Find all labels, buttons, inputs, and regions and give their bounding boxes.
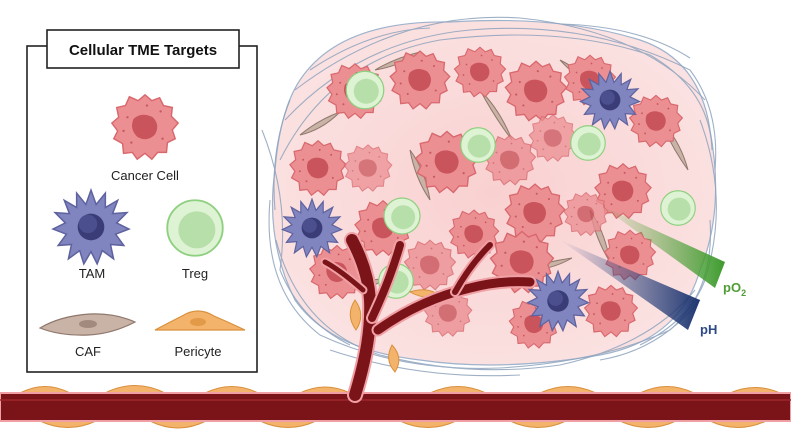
legend-label-pericyte: Pericyte <box>175 344 222 359</box>
legend-label-tam: TAM <box>79 266 105 281</box>
legend: Cellular TME Targets Cancer Cell TAM Tre… <box>26 29 258 373</box>
pericytes-on-vessel <box>19 289 781 429</box>
legend-item-caf: CAF <box>38 313 137 359</box>
legend-item-treg: Treg <box>166 199 224 281</box>
treg-icon <box>166 199 224 257</box>
legend-item-pericyte: Pericyte <box>154 310 246 359</box>
legend-label-cancer-cell: Cancer Cell <box>111 168 179 183</box>
legend-title: Cellular TME Targets <box>69 42 217 59</box>
legend-item-tam: TAM <box>52 189 130 281</box>
po2-gradient: pO2 <box>600 205 746 298</box>
po2-label: pO2 <box>723 280 746 298</box>
ph-label: pH <box>700 322 717 337</box>
legend-item-cancer-cell: Cancer Cell <box>111 94 179 183</box>
ph-gradient: pH <box>560 240 717 337</box>
legend-label-treg: Treg <box>182 266 208 281</box>
legend-label-caf: CAF <box>75 344 101 359</box>
blood-vessel <box>0 232 791 429</box>
tumor-mass <box>261 16 717 377</box>
